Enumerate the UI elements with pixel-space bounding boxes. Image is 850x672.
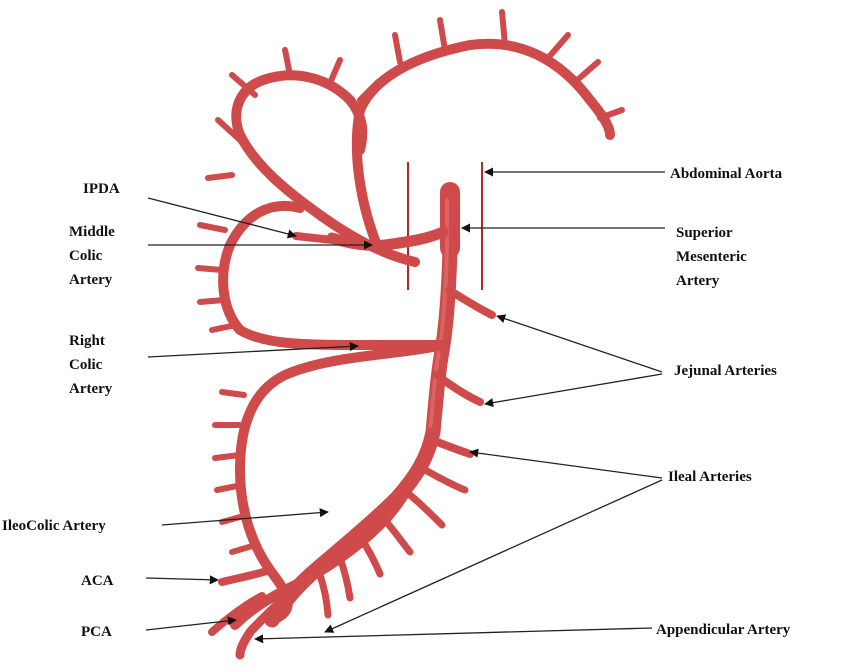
twig (197, 222, 228, 233)
right-colic-leader (147, 341, 359, 358)
twig (229, 542, 259, 555)
pca-branch (208, 592, 266, 636)
twig (195, 265, 225, 273)
label-jejunal-arteries: Jejunal Arteries (674, 363, 777, 379)
label-middle-colic-line1: Middle (69, 224, 115, 240)
twig (215, 117, 243, 143)
twig (597, 107, 625, 121)
label-superior-mesenteric-line3: Artery (676, 273, 720, 289)
ileal-branch-5 (358, 536, 384, 578)
left-upper-loop (231, 70, 420, 267)
twig (545, 32, 571, 61)
twig (212, 452, 243, 461)
label-appendicular-artery: Appendicular Artery (656, 622, 791, 638)
jejunal-leader-2 (484, 373, 663, 408)
right-colic-loop (235, 340, 448, 625)
aca-branch (218, 566, 274, 586)
labels-left: IPDA Middle Colic Artery Right Colic Art… (2, 181, 120, 640)
appendicular-branch (316, 571, 332, 619)
label-right-colic-line3: Artery (69, 381, 113, 397)
twig (209, 322, 239, 333)
twig (357, 79, 381, 103)
label-superior-mesenteric-line2: Mesenteric (676, 249, 747, 265)
labels-right: Abdominal Aorta Superior Mesenteric Arte… (656, 166, 791, 638)
twig (572, 59, 601, 85)
label-abdominal-aorta: Abdominal Aorta (670, 166, 783, 182)
aca-leader (145, 575, 219, 585)
ileocolic-leader (161, 508, 329, 526)
twig (437, 17, 448, 53)
twig (205, 172, 235, 181)
twig (197, 297, 227, 305)
twig (229, 72, 258, 98)
ileal-branch-2 (421, 466, 469, 494)
label-ileal-arteries: Ileal Arteries (668, 469, 752, 485)
pca-leader (145, 616, 237, 631)
ileal-branch-6 (336, 554, 354, 602)
ileal-branch-1 (428, 436, 474, 458)
label-superior-mesenteric-line1: Superior (676, 225, 733, 241)
label-ipda: IPDA (83, 181, 120, 197)
arterial-tree (195, 9, 625, 660)
label-pca: PCA (81, 624, 112, 640)
label-middle-colic-line2: Colic (69, 248, 103, 264)
twig (214, 482, 245, 493)
label-aca: ACA (81, 573, 114, 589)
appendicular-leader (254, 627, 653, 644)
jejunal-branch-1 (445, 286, 496, 319)
ileal-leader-2 (324, 479, 663, 633)
sma-trunk (264, 240, 458, 628)
label-middle-colic-line3: Artery (69, 272, 113, 288)
ipda-branch (292, 232, 364, 247)
terminal-ileocolic (235, 580, 300, 660)
label-right-colic-line2: Colic (69, 357, 103, 373)
leader-lines (145, 167, 665, 644)
abdominal-aorta-outline (407, 162, 483, 290)
twig (219, 512, 250, 525)
ileocolic-artery (230, 427, 438, 630)
ipda-leader (147, 197, 297, 239)
jejunal-leader-1 (496, 314, 663, 373)
ileal-branch-3 (406, 491, 446, 529)
label-ileocolic-artery: IleoColic Artery (2, 518, 106, 534)
arcade-twigs (195, 9, 625, 555)
jejunal-branch-2 (433, 371, 484, 406)
twig (327, 57, 343, 86)
ileal-branch-4 (381, 516, 414, 556)
twig (282, 47, 293, 78)
upper-arcade (351, 38, 615, 245)
twig (499, 9, 508, 48)
ileal-leader-1 (469, 448, 663, 479)
label-right-colic-line1: Right (69, 333, 105, 349)
twig (219, 389, 247, 398)
twig (392, 32, 403, 65)
